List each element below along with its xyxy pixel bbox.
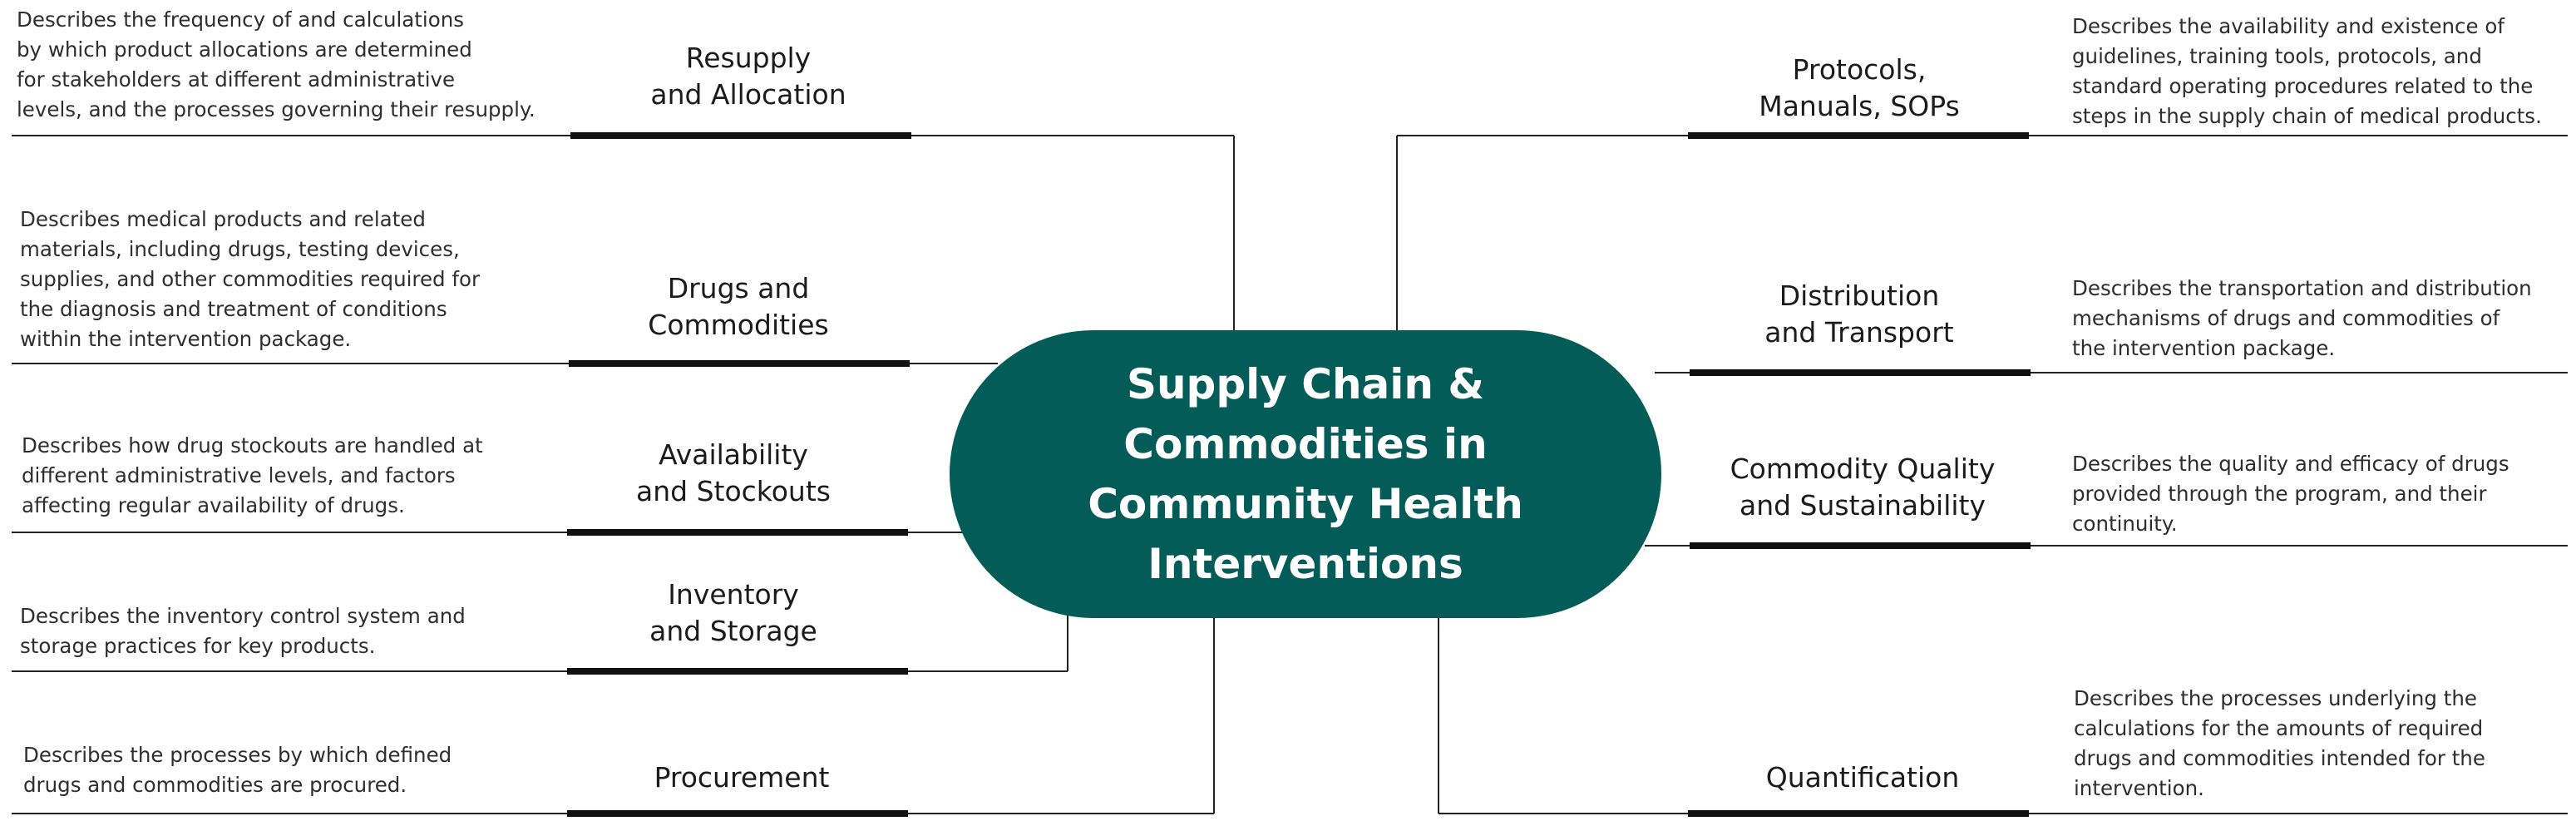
desc-distribution: Describes the transportation and distrib… xyxy=(2072,276,2532,360)
topic-distribution: Distribution and Transport xyxy=(1764,279,1954,349)
topic-quantification: Quantification xyxy=(1765,761,1960,794)
topic-resupply: Resupply and Allocation xyxy=(650,42,846,111)
desc-availability: Describes how drug stockouts are handled… xyxy=(22,433,483,517)
desc-procurement: Describes the processes by which defined… xyxy=(23,743,452,797)
topic-inventory: Inventory and Storage xyxy=(649,578,817,647)
desc-protocols: Describes the availability and existence… xyxy=(2072,14,2542,128)
topic-availability: Availability and Stockouts xyxy=(636,438,831,507)
topic-quality: Commodity Quality and Sustainability xyxy=(1730,453,1996,522)
desc-drugs: Describes medical products and related m… xyxy=(20,207,481,351)
desc-quality: Describes the quality and efficacy of dr… xyxy=(2072,452,2509,536)
topic-drugs: Drugs and Commodities xyxy=(648,272,829,341)
desc-resupply: Describes the frequency of and calculati… xyxy=(17,7,535,121)
central-hub: Supply Chain & Commodities in Community … xyxy=(950,330,1661,618)
hub-title: Supply Chain & Commodities in Community … xyxy=(1088,360,1523,588)
desc-inventory: Describes the inventory control system a… xyxy=(20,604,466,658)
topic-protocols: Protocols, Manuals, SOPs xyxy=(1759,53,1960,122)
topic-procurement: Procurement xyxy=(654,761,830,794)
desc-quantification: Describes the processes underlying the c… xyxy=(2074,686,2485,800)
